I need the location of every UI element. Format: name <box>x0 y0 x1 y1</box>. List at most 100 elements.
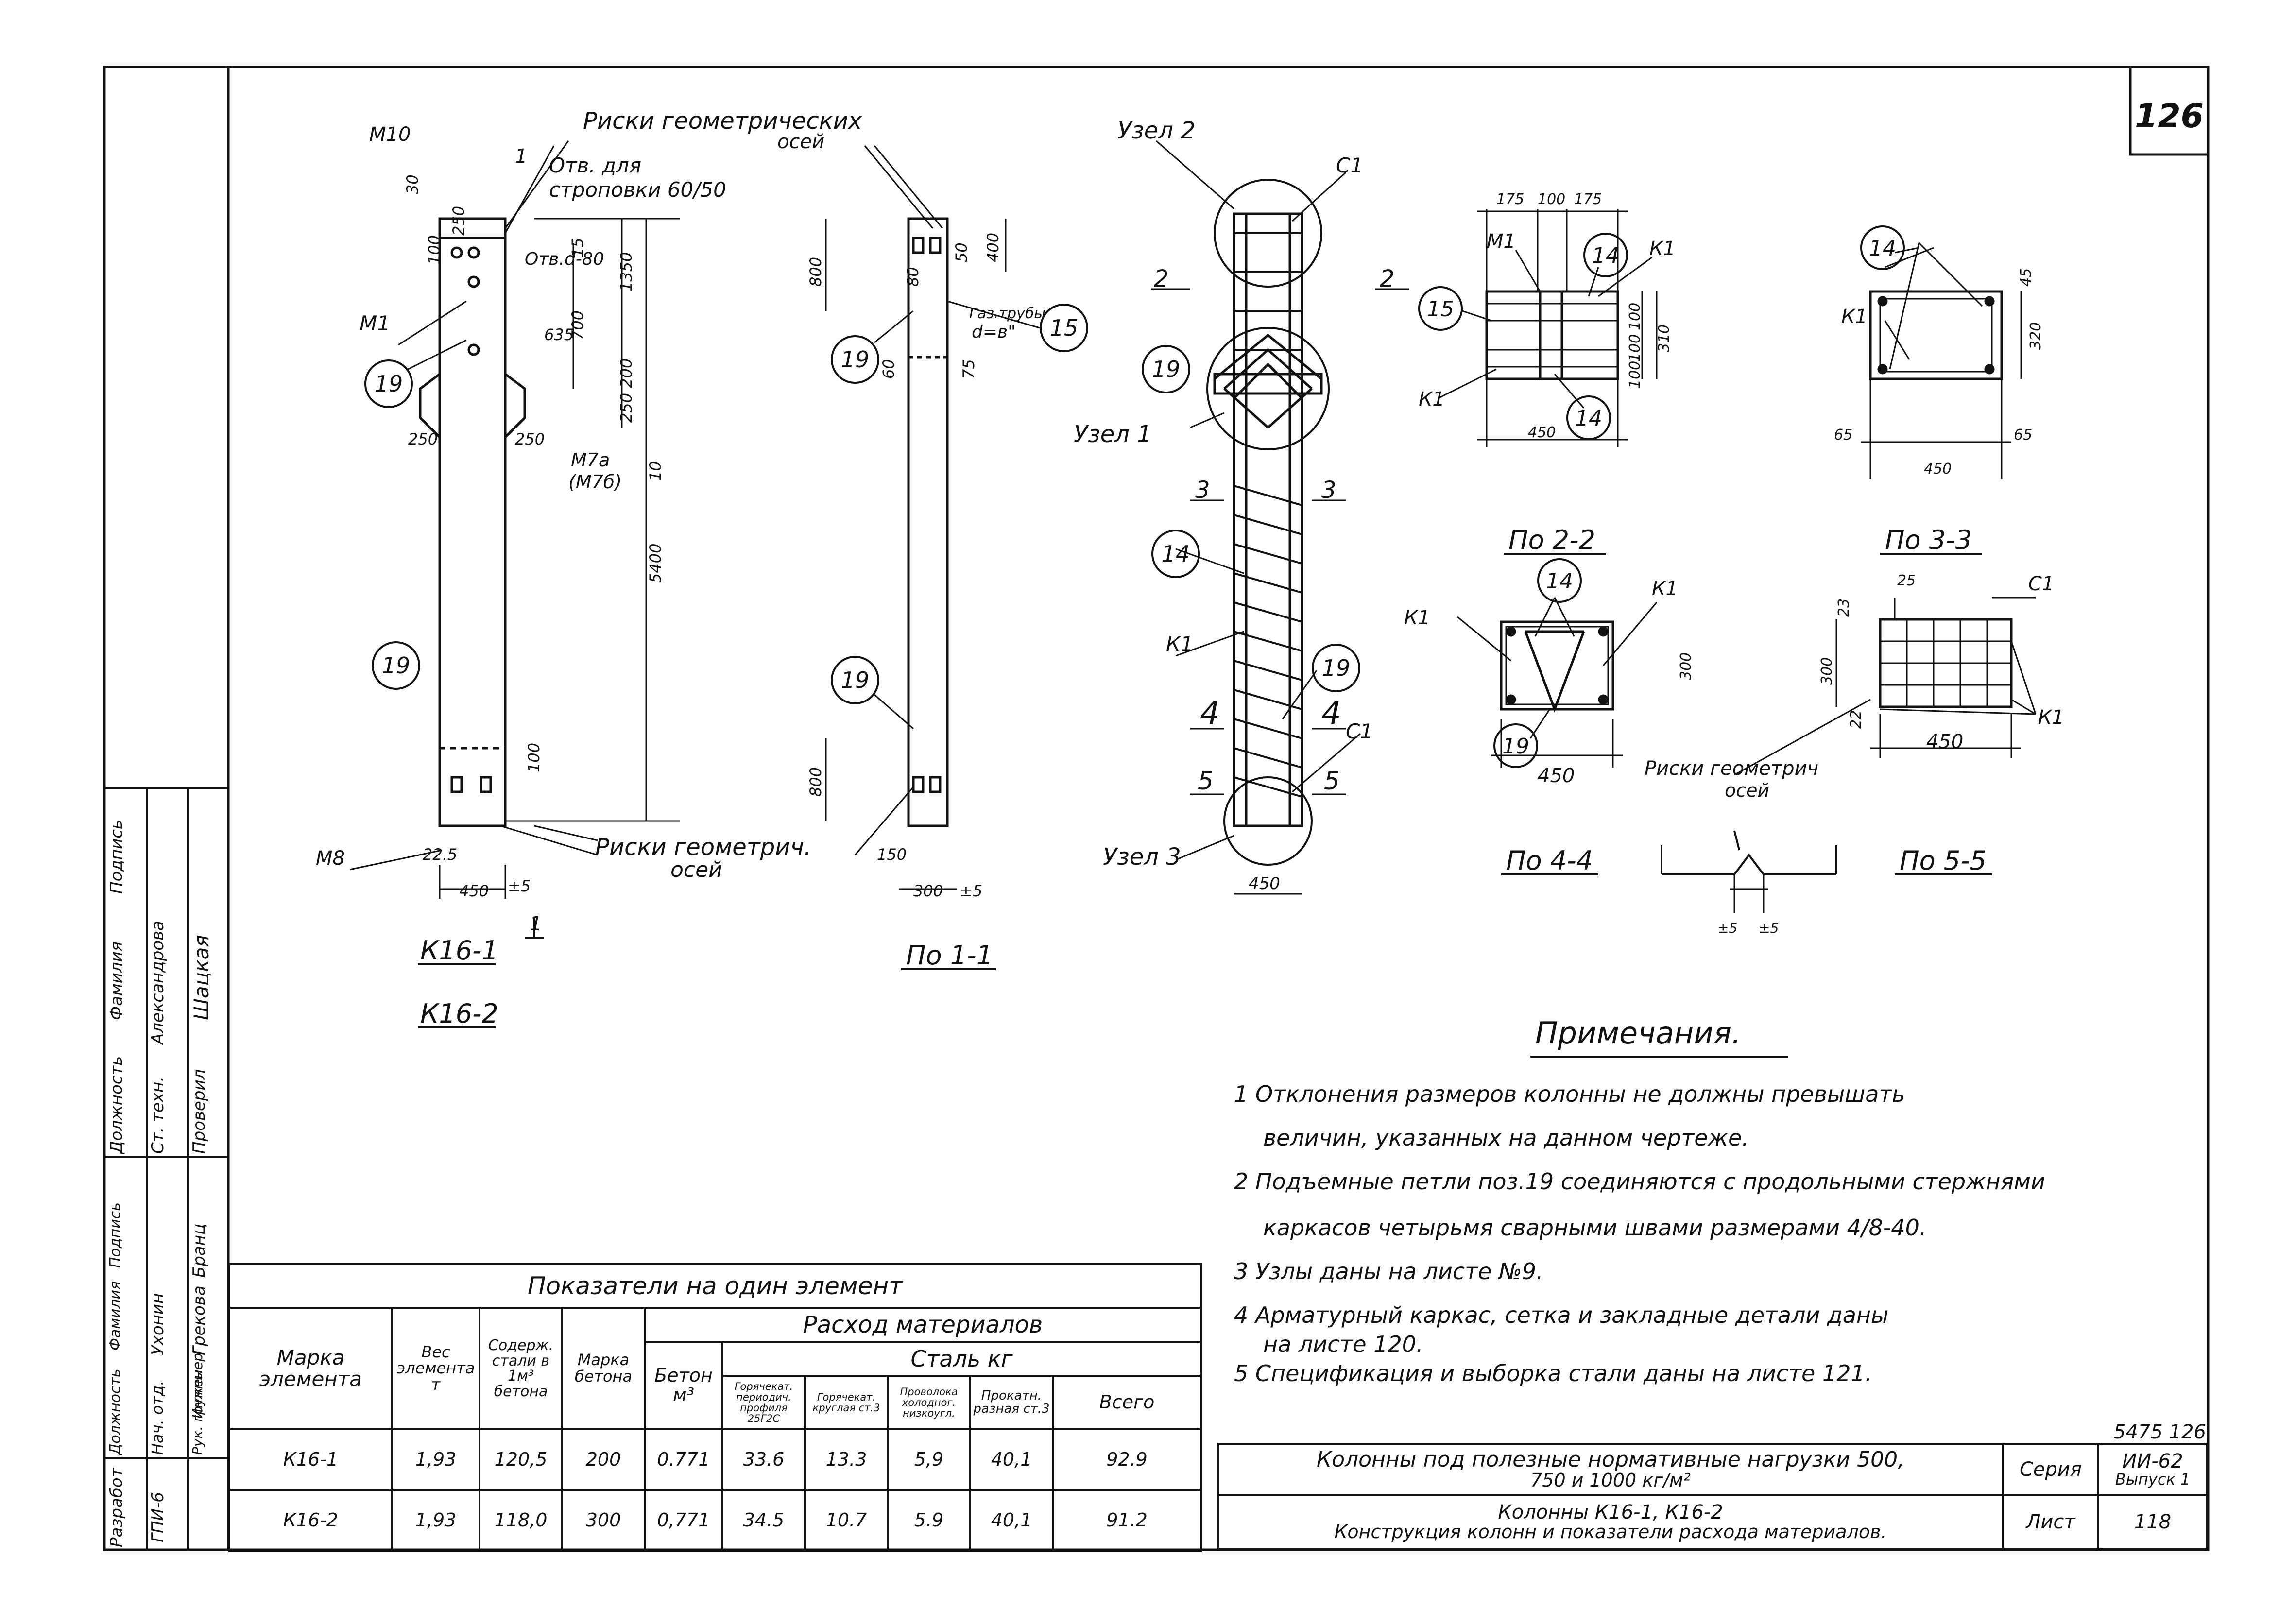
node-circle-uzel3 <box>1223 776 1313 866</box>
svg-text:300: 300 <box>913 882 943 900</box>
callout-19-c-text: 19 <box>841 346 870 373</box>
label-osei-bottom: осей <box>670 857 722 882</box>
label-m1: М1 <box>360 311 390 335</box>
svg-text:10: 10 <box>646 461 665 481</box>
svg-text:30: 30 <box>403 174 422 194</box>
label-sec-3-right: 3 <box>1321 477 1336 504</box>
label-po-2-2: По 2-2 <box>1508 525 1595 555</box>
dims-s33: 45 320 65 65 450 <box>1834 268 2044 478</box>
dims-plan: 175 100 175 310 100 100 100 450 <box>1496 191 1673 441</box>
callout-14-c <box>1566 395 1611 440</box>
callout-14-d-text: 14 <box>1869 236 1896 261</box>
svg-text:100: 100 <box>1627 361 1644 389</box>
svg-text:100: 100 <box>425 235 444 265</box>
callout-14-c-text: 14 <box>1575 406 1602 431</box>
label-k1-plan-top: К1 <box>1649 238 1676 260</box>
label-k16-2: К16-2 <box>420 998 498 1029</box>
label-sec-4-right: 4 <box>1321 696 1341 732</box>
callout-19-d <box>831 656 879 704</box>
svg-text:250 200: 250 200 <box>617 359 635 423</box>
stamp-d1-row1: Нач. отд. <box>148 1380 167 1455</box>
svg-text:65: 65 <box>2014 427 2032 444</box>
stamp-d2-row2: Грекова <box>189 1285 209 1355</box>
h-ves: Вес элемента т <box>391 1307 480 1430</box>
callout-19-e <box>1142 345 1190 393</box>
stamp-c1-row1: Ст. техн. <box>148 1076 168 1154</box>
label-section-1-top: 1 <box>515 145 527 168</box>
h-s1: Горячекат. периодич. профиля 25Г2С <box>721 1375 806 1430</box>
h-soderzh: Содерж. стали в 1м³ бетона <box>479 1307 563 1430</box>
callout-15-b <box>1418 286 1463 331</box>
svg-text:±5: ±5 <box>508 877 531 895</box>
svg-text:450: 450 <box>1528 424 1556 441</box>
svg-text:75: 75 <box>960 359 978 379</box>
svg-text:800: 800 <box>806 767 825 797</box>
svg-text:300: 300 <box>1818 657 1835 685</box>
h-s3: Проволока холодног. низкоугл. <box>887 1375 971 1430</box>
stamp-c2-header: Фамилия <box>107 941 126 1020</box>
callout-15-a <box>1040 304 1088 352</box>
svg-text:175: 175 <box>1496 191 1524 208</box>
dim-risk-5a: ±5 <box>1717 920 1737 936</box>
section-2-2 <box>1457 597 1658 768</box>
label-k1-plan-bottom: К1 <box>1419 388 1445 411</box>
reinforcement-cage <box>1213 212 1323 827</box>
label-osei-detail: осей <box>1725 780 1769 801</box>
label-sec-4-left: 4 <box>1200 696 1220 732</box>
dim-cage-450: 450 <box>1249 874 1280 893</box>
dims-section-1-1: 800 400 50 80 60 75 800 150 300 ±5 <box>806 233 1002 900</box>
callout-19-f-text: 19 <box>1322 655 1351 681</box>
svg-text:65: 65 <box>1834 427 1852 444</box>
node-circle-uzel2 <box>1214 179 1322 288</box>
sheet-number-box <box>2129 66 2210 156</box>
callout-19-a-text: 19 <box>375 371 403 397</box>
label-uzel3: Узел 3 <box>1103 843 1181 871</box>
callout-19-a <box>364 359 413 408</box>
callout-19-f <box>1312 644 1360 692</box>
label-otv-2: строповки 60/50 <box>549 178 726 202</box>
svg-text:100: 100 <box>1627 303 1644 330</box>
callout-19-c <box>831 335 879 384</box>
label-c1-s55: С1 <box>2028 573 2054 595</box>
sheet-number: 126 <box>2135 97 2204 136</box>
dims-s55: 25 23 300 22 450 <box>1818 572 1963 753</box>
label-c1-cage-top: С1 <box>1336 154 1363 177</box>
label-po-3-3: По 3-3 <box>1885 525 1972 555</box>
svg-text:250: 250 <box>515 430 545 448</box>
label-uzel2: Узел 2 <box>1117 117 1196 144</box>
callout-15-b-text: 15 <box>1427 297 1454 322</box>
cage-leaders <box>1151 140 1409 895</box>
seria-label: Серия <box>2002 1443 2099 1496</box>
callout-19-b <box>372 641 420 690</box>
node-circle-uzel1 <box>1206 327 1330 450</box>
svg-text:±5: ±5 <box>960 882 982 900</box>
callout-15-a-text: 15 <box>1050 315 1079 341</box>
plan-top-view <box>1438 209 1658 447</box>
label-k16-1: К16-1 <box>420 935 498 966</box>
list-value: 118 <box>2097 1494 2208 1550</box>
svg-text:50: 50 <box>952 242 971 262</box>
stamp-c1-header: Должность <box>107 1056 126 1154</box>
title-name-top: Колонны под полезные нормативные нагрузк… <box>1217 1443 2004 1496</box>
title-block: Колонны под полезные нормативные нагрузк… <box>1217 1443 2208 1550</box>
title-name-2: 750 и 1000 кг/м² <box>1530 1470 1691 1491</box>
svg-text:400: 400 <box>984 233 1002 262</box>
label-otv-d80: Отв.d-80 <box>525 249 604 269</box>
callout-14-d <box>1860 225 1905 270</box>
svg-text:250: 250 <box>449 206 468 236</box>
note-line-4: каркасов четырьмя сварными швами размера… <box>1263 1215 1927 1241</box>
stamp-c2-row1: Александрова <box>148 921 168 1044</box>
callout-14-a-text: 14 <box>1162 541 1190 567</box>
svg-text:320: 320 <box>2027 322 2044 350</box>
indicators-title: Показатели на один элемент <box>228 1263 1202 1309</box>
list-label: Лист <box>2002 1494 2099 1550</box>
note-line-6: 4 Арматурный каркас, сетка и закладные д… <box>1234 1302 1889 1328</box>
callout-19-g-text: 19 <box>1502 734 1529 759</box>
note-line-1: 1 Отклонения размеров колонны не должны … <box>1234 1081 1905 1107</box>
label-k1-s22-right: К1 <box>1652 578 1678 600</box>
column-k16-1-elevation <box>349 140 680 939</box>
dim-risk-5b: ±5 <box>1759 920 1779 936</box>
note-line-2: величин, указанных на данном чертеже. <box>1263 1125 1749 1151</box>
svg-text:800: 800 <box>806 257 825 287</box>
svg-text:450: 450 <box>459 882 489 900</box>
